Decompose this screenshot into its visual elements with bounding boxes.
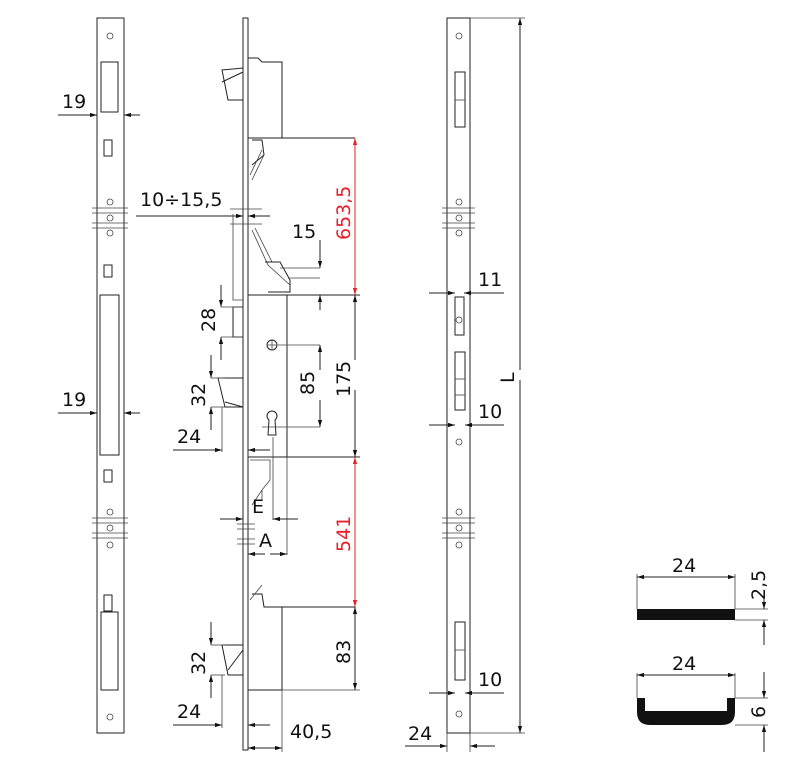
dim-653-5: 653,5 (333, 186, 355, 240)
dim-E: E (252, 496, 264, 518)
hook-slot (103, 264, 113, 278)
top-latch-box (248, 57, 283, 139)
lock-case (247, 294, 288, 458)
latch-slot (454, 351, 466, 411)
dim-83: 83 (333, 640, 355, 664)
dim-19-mid: 19 (62, 389, 86, 411)
latch-slot (100, 61, 119, 113)
top-latch (221, 67, 244, 101)
dim-10-bottom: 10 (478, 669, 502, 691)
dim-11: 11 (478, 269, 502, 291)
dim-A: A (259, 530, 272, 552)
dim-24: 24 (408, 723, 432, 745)
u-profile: 24 6 (636, 653, 770, 752)
hook (249, 149, 291, 286)
dim-10-mid: 10 (478, 401, 502, 423)
dim-32-bottom: 32 (188, 651, 210, 675)
dim-40-5: 40,5 (290, 721, 332, 743)
dim-85: 85 (297, 371, 319, 395)
flat-thickness-label: 2,5 (748, 570, 770, 600)
screw-band (92, 207, 128, 539)
lock-body-slot (99, 294, 120, 456)
deadbolt-roller (454, 296, 465, 336)
dim-24-top: 24 (177, 426, 201, 448)
hook-slot (103, 139, 113, 157)
front-view: 11 10 10 L 24 (405, 17, 525, 752)
dim-32-top: 32 (188, 383, 210, 407)
dim-15: 15 (292, 221, 316, 243)
dim-L: L (497, 372, 519, 383)
left-view: 19 19 (58, 17, 140, 734)
latch-slot (454, 71, 466, 128)
latch-slot (100, 611, 119, 691)
hook-dim-ext (280, 267, 320, 279)
u-channel-section (637, 698, 735, 725)
faceplate (446, 17, 471, 734)
faceplate (96, 17, 125, 734)
lower-hook (250, 459, 271, 506)
latch-bolt (217, 377, 244, 408)
hook-box (265, 261, 291, 293)
dim-24-bottom: 24 (177, 701, 201, 723)
deadbolt (232, 306, 244, 338)
top-rod (251, 137, 355, 166)
side-view: 15 85 175 653,5 10÷15,5 28 32 (136, 17, 360, 752)
hook-slot (103, 469, 113, 483)
dim-19-top: 19 (62, 91, 86, 113)
dim-10-15-5: 10÷15,5 (140, 189, 222, 211)
faceplate-edge (242, 17, 249, 751)
flat-bar-section (637, 609, 735, 620)
screw-hole-icon (106, 32, 114, 721)
latch-slot (454, 621, 466, 681)
dim-28: 28 (198, 308, 220, 332)
u-height-label: 6 (748, 706, 770, 718)
cylinder-hole-icon (266, 410, 278, 436)
u-width-label: 24 (672, 653, 696, 675)
screw-hole-icon (455, 32, 463, 718)
dim-175: 175 (333, 361, 355, 397)
hook-slot (103, 594, 113, 612)
bottom-latch (221, 644, 244, 676)
flat-profile: 24 2,5 (636, 555, 770, 645)
dim-541: 541 (333, 516, 355, 552)
flat-width-label: 24 (672, 555, 696, 577)
